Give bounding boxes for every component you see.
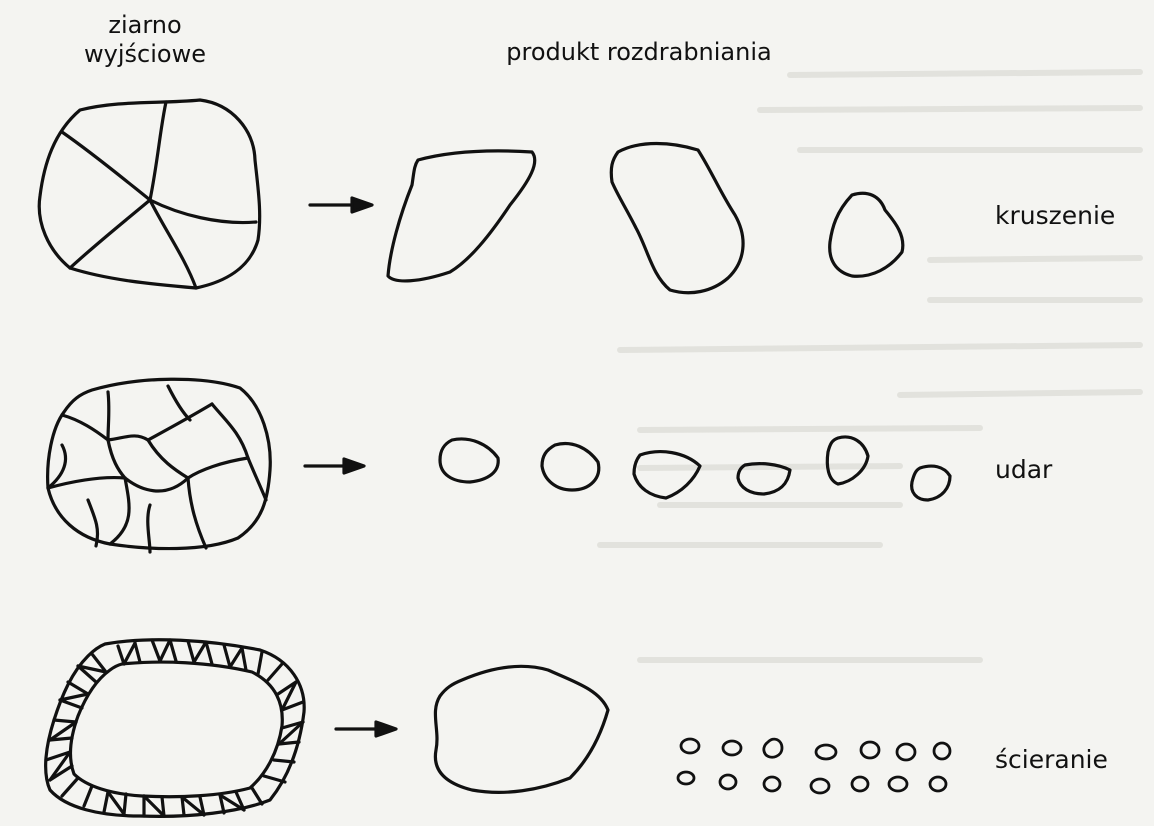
- fragment-abrasion-core: [435, 666, 608, 792]
- fragment-crushing-3: [830, 193, 903, 276]
- dust-particle: [816, 745, 836, 759]
- header-input-grain-line1: ziarno: [108, 11, 181, 39]
- fragment-impact-1: [440, 439, 498, 482]
- fragment-crushing-2: [611, 144, 743, 293]
- dust-particle: [934, 743, 950, 759]
- fragment-impact-6: [912, 466, 950, 500]
- header-input-grain-line2: wyjściowe: [84, 40, 206, 68]
- fragment-impact-3: [634, 452, 700, 498]
- dust-particle: [889, 777, 907, 791]
- fragment-impact-5: [827, 437, 868, 484]
- row-crushing: kruszenie: [39, 100, 1115, 293]
- right-arrow-icon: [336, 722, 396, 736]
- dust-particle: [852, 777, 868, 791]
- dust-particle: [897, 744, 915, 760]
- dust-particle: [861, 742, 879, 758]
- row-label-abrasion: ścieranie: [995, 745, 1108, 774]
- abrasion-dust: [678, 739, 950, 793]
- dust-particle: [764, 739, 782, 757]
- dust-particle: [723, 741, 741, 755]
- fragment-crushing-1: [388, 151, 535, 281]
- dust-particle: [681, 739, 699, 753]
- fragment-impact-2: [542, 444, 599, 490]
- row-label-crushing: kruszenie: [995, 201, 1115, 230]
- row-abrasion: ścieranie: [46, 640, 1108, 817]
- input-grain-impact: [48, 379, 271, 552]
- right-arrow-icon: [305, 459, 364, 473]
- dust-particle: [678, 772, 694, 784]
- dust-particle: [930, 777, 946, 791]
- dust-particle: [720, 775, 736, 789]
- input-grain-crushing: [39, 100, 259, 288]
- dust-particle: [764, 777, 780, 791]
- dust-particle: [811, 779, 829, 793]
- header-product: produkt rozdrabniania: [506, 38, 771, 66]
- right-arrow-icon: [310, 198, 372, 212]
- row-label-impact: udar: [995, 455, 1053, 484]
- input-grain-abrasion: [46, 640, 305, 817]
- bleed-through-texture: [600, 72, 1140, 660]
